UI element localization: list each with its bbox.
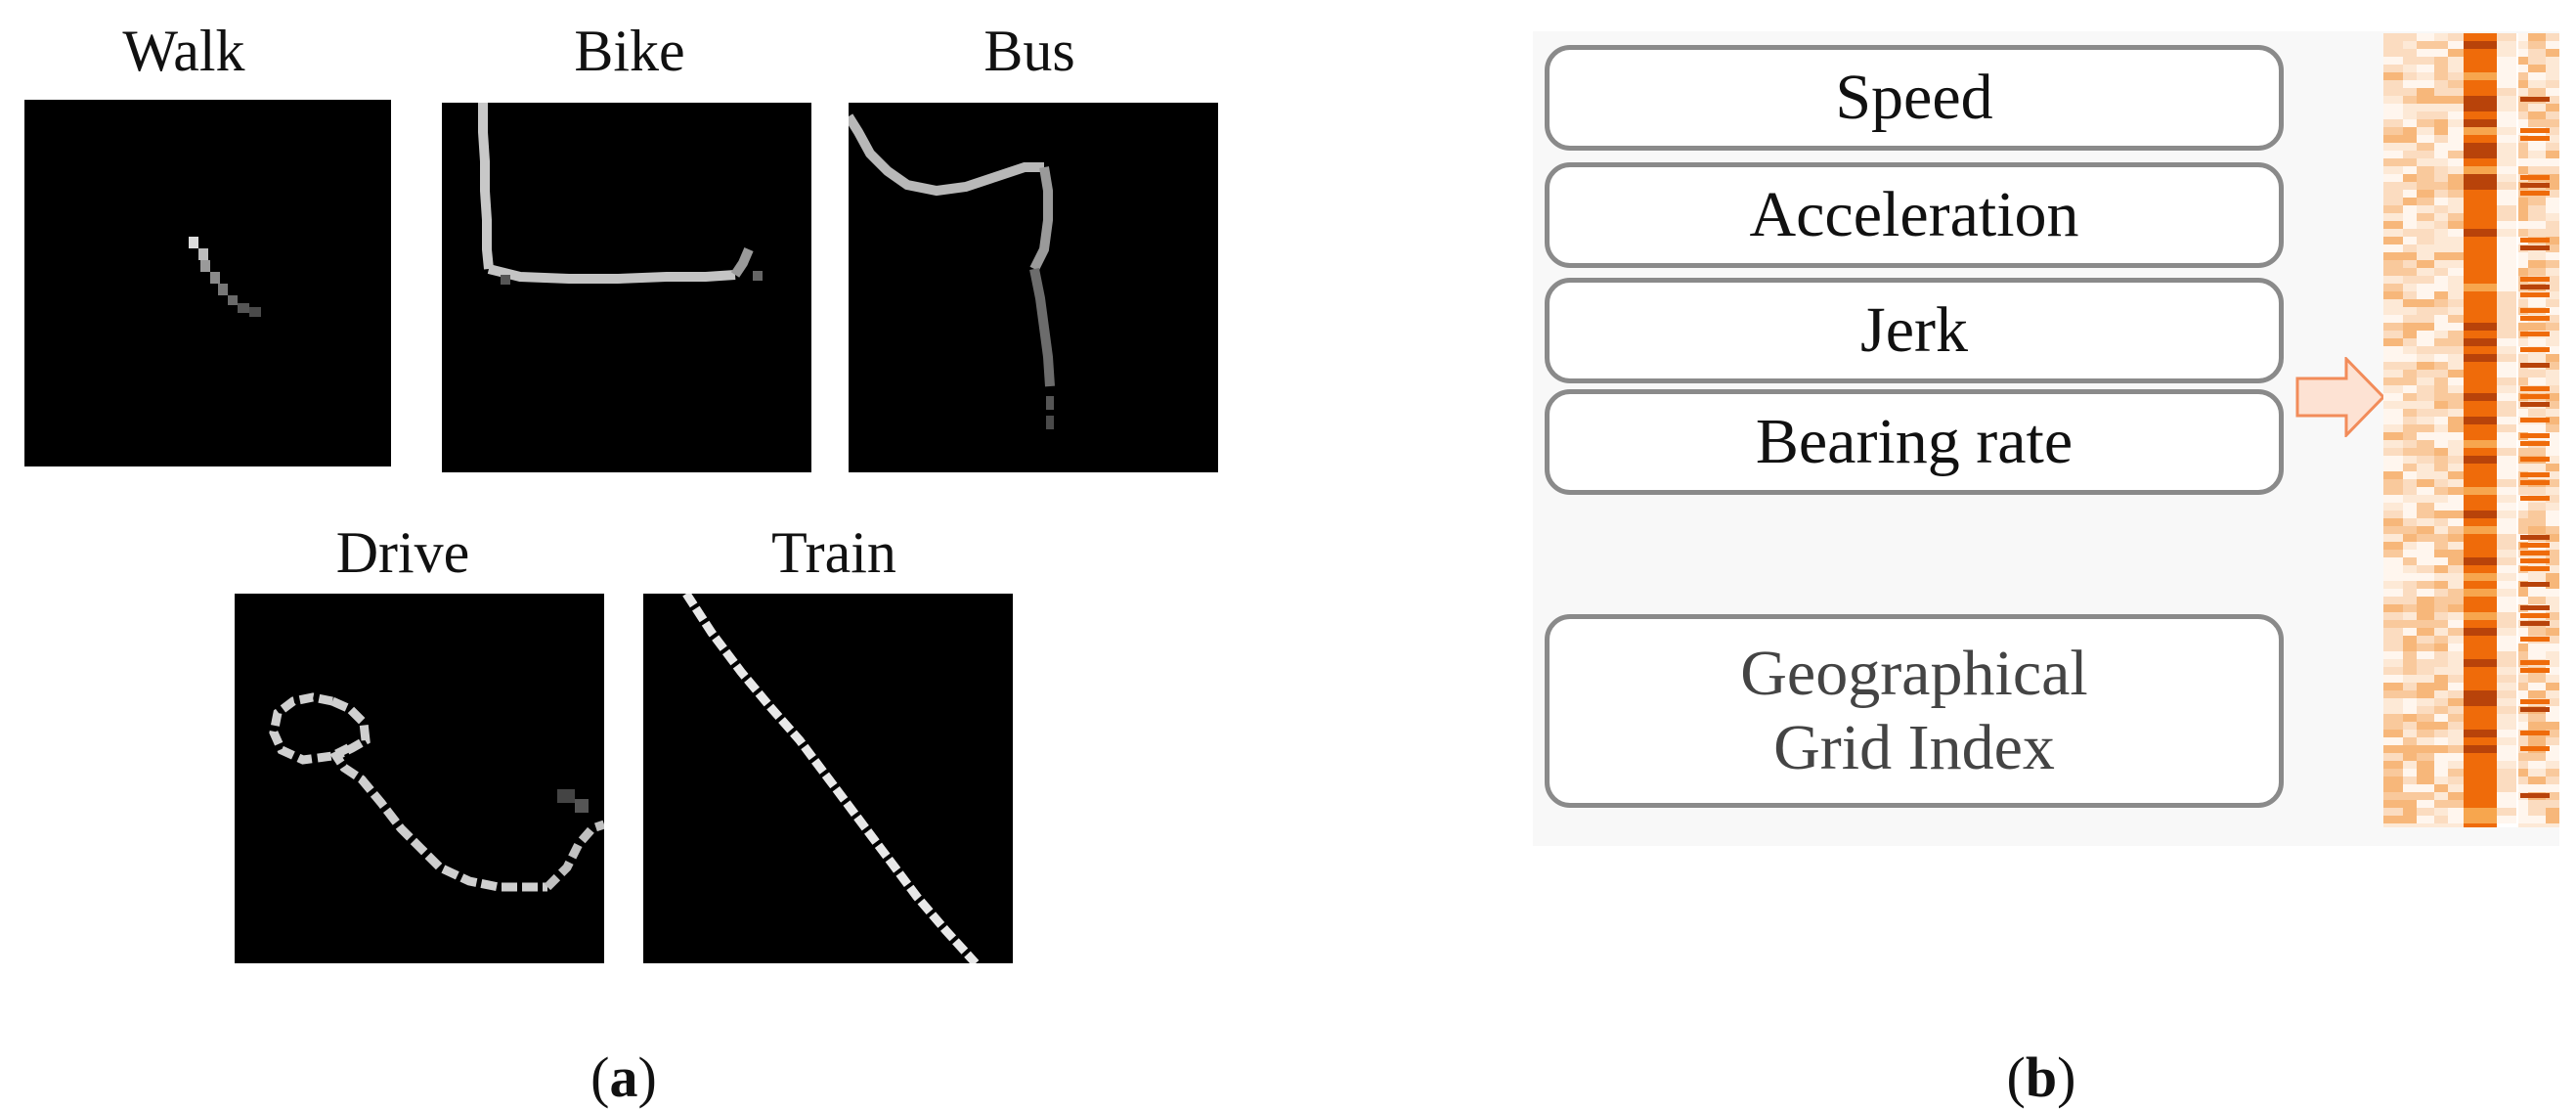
bike-label: Bike — [574, 19, 685, 83]
panel-a-caption: (a) — [590, 1045, 657, 1109]
speed-label: Speed — [1835, 62, 1993, 134]
panel-b-caption: (b) — [2006, 1045, 2076, 1109]
arrow-right-icon — [2295, 357, 2385, 437]
bus-trajectory-image — [849, 103, 1218, 472]
train-label: Train — [771, 520, 896, 585]
geographical-label: Geographical — [1740, 638, 2088, 710]
bike-trajectory-image — [442, 103, 811, 472]
jerk-feature-box: Jerk — [1545, 278, 2284, 383]
bearing-rate-label: Bearing rate — [1755, 406, 2074, 478]
drive-trajectory-image — [235, 594, 604, 963]
feature-heatmap — [2383, 33, 2559, 827]
bearing-rate-feature-box: Bearing rate — [1545, 389, 2284, 495]
speed-feature-box: Speed — [1545, 45, 2284, 151]
grid-index-label: Grid Index — [1773, 712, 2055, 783]
walk-label: Walk — [122, 19, 245, 83]
jerk-label: Jerk — [1860, 294, 1968, 367]
acceleration-feature-box: Acceleration — [1545, 162, 2284, 268]
walk-trajectory-image — [24, 100, 391, 466]
drive-label: Drive — [335, 520, 470, 585]
acceleration-label: Acceleration — [1749, 179, 2079, 251]
geographical-grid-index-box: Geographical Grid Index — [1545, 614, 2284, 808]
bus-label: Bus — [983, 19, 1075, 83]
train-trajectory-image — [643, 594, 1013, 963]
